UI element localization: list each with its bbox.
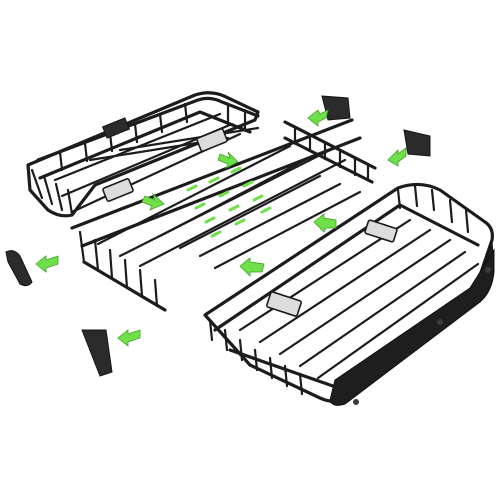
alignment-marks <box>186 166 272 238</box>
assembly-arrow <box>307 109 329 127</box>
assembly-arrow <box>313 213 337 233</box>
middle-basket-section <box>70 118 377 312</box>
end-cap <box>403 129 431 157</box>
logo-plate <box>101 117 131 139</box>
rear-basket-section <box>203 182 495 406</box>
assembly-arrow <box>35 255 59 273</box>
fairing-bolts <box>353 267 491 405</box>
assembly-arrow <box>117 329 141 347</box>
assembly-arrow <box>387 147 407 167</box>
crossbar-mount-bracket <box>266 219 398 317</box>
end-cap <box>81 329 113 377</box>
crossbar-mount-bracket <box>102 128 228 202</box>
assembly-arrow <box>217 151 239 169</box>
assembly-arrow <box>141 192 165 211</box>
assembly-arrow <box>239 257 265 277</box>
front-basket-section <box>26 91 260 218</box>
end-cap <box>5 250 33 287</box>
